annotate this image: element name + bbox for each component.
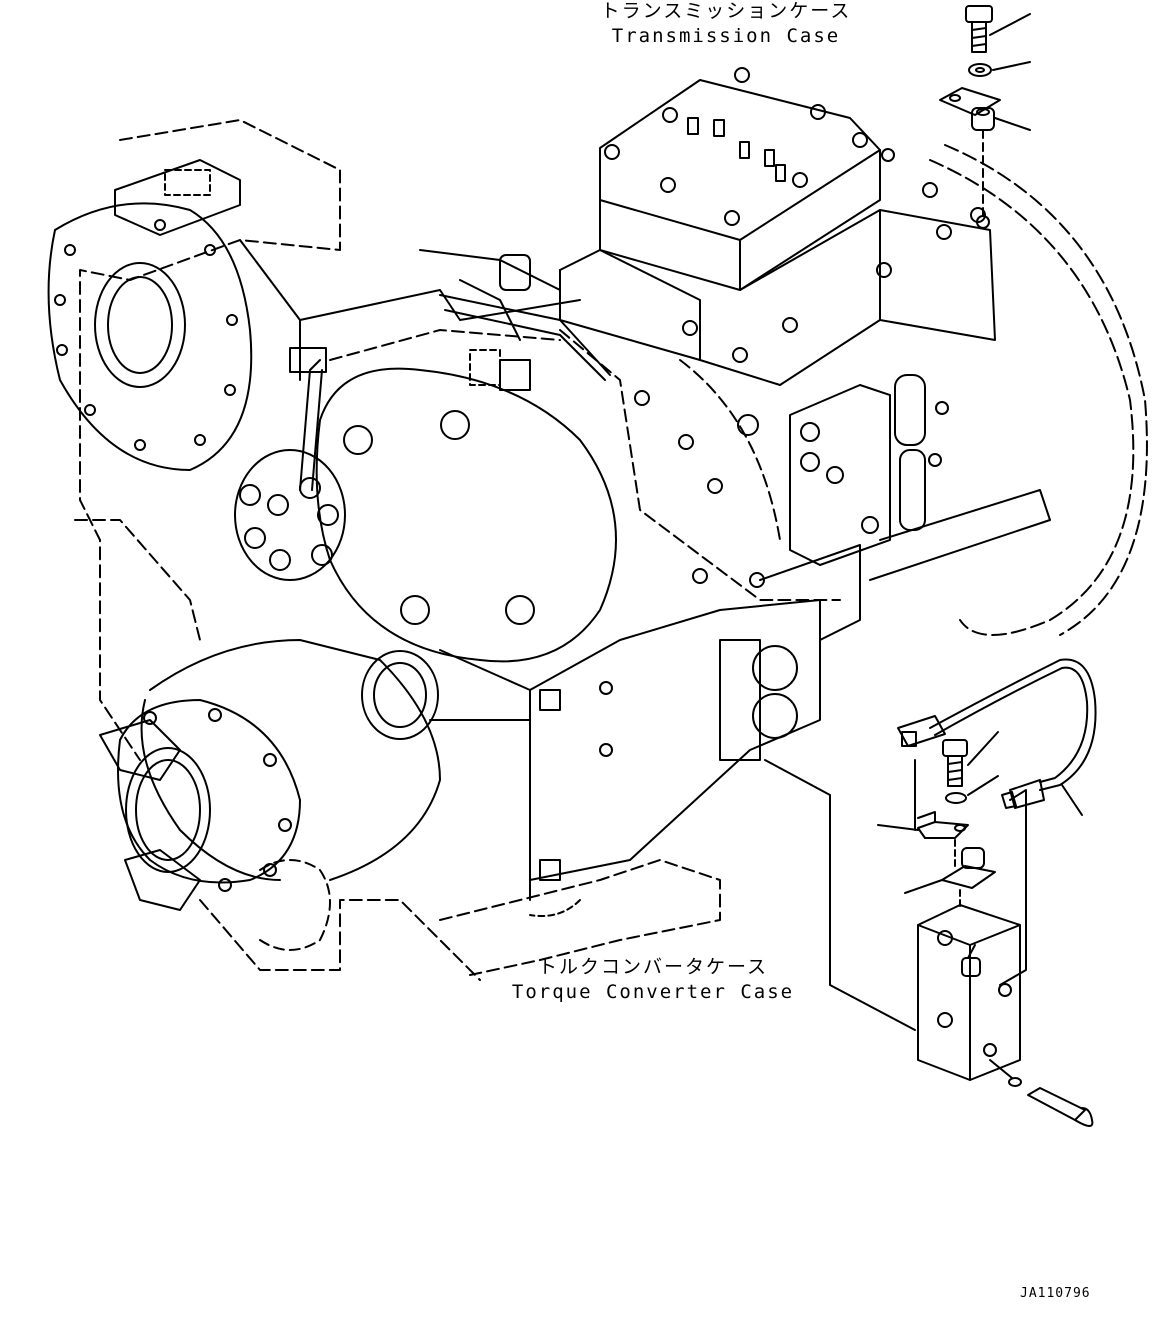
- solenoid-valve-block: [789, 374, 949, 566]
- transmission-case-label-jp: トランスミッションケース: [600, 0, 852, 22]
- flange-bolt-holes: [54, 219, 238, 451]
- pto-bolts: [239, 477, 339, 571]
- torque-converter-case-label-en: Torque Converter Case: [511, 981, 795, 1003]
- torque-converter-case-label-jp: トルクコンバータケース: [537, 956, 769, 978]
- cover-fittings: [687, 117, 786, 182]
- top-bracket-parts: [939, 5, 1031, 229]
- drawing-id: JA110796: [1020, 1286, 1091, 1301]
- gear-housing-bolts: [634, 390, 765, 588]
- transmission-case-label-en: Transmission Case: [611, 25, 841, 47]
- torque-converter-case-label: トルクコンバータケース Torque Converter Case: [508, 958, 798, 1002]
- front-flange-bolts: [143, 708, 292, 892]
- cover-bolts: [604, 67, 868, 226]
- transmission-case-label: トランスミッションケース Transmission Case: [596, 2, 856, 46]
- housing-bolts: [682, 148, 986, 363]
- torque-converter-case: [47, 119, 841, 981]
- sensor-harness-parts: [764, 658, 1097, 1127]
- transmission-case: [559, 67, 1148, 641]
